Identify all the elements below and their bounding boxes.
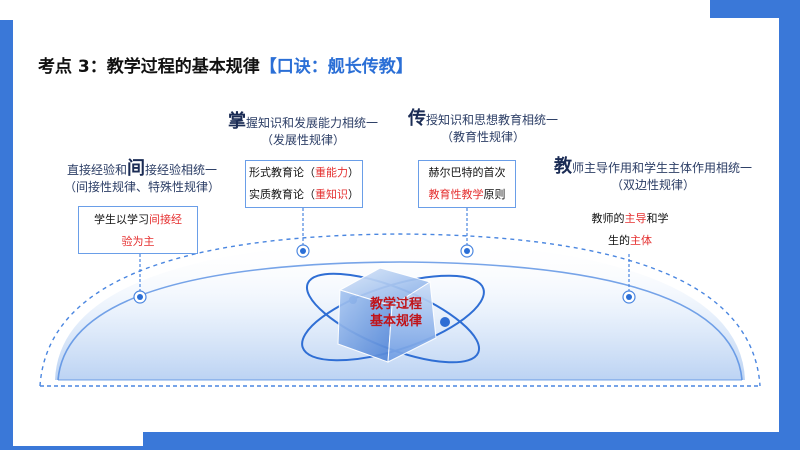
center-label-line1: 教学过程 (369, 297, 422, 312)
principle-master-char: 掌 (227, 111, 246, 132)
box-transmit-line2-end: 原则 (483, 188, 506, 201)
principle-teacher-after: 师主导作用和学生主体作用相统一 (571, 161, 752, 175)
box-indirect-line1: 学生以学习 (94, 213, 149, 226)
center-label-line2: 基本规律 (369, 314, 422, 329)
text-teacher-line1-end: 和学 (646, 212, 669, 225)
principle-transmit-sub: （教育性规律） (440, 130, 525, 144)
box-indirect-line1-red: 间接经 (149, 213, 182, 226)
principle-indirect-after: 接经验相统一 (145, 163, 218, 177)
dome-dot-teacher (622, 290, 636, 304)
principle-master-sub: （发展性规律） (260, 133, 345, 147)
box-master-line1-end: ） (348, 166, 359, 179)
principle-teacher: 教师主导作用和学生主体作用相统一 （双边性规律） (538, 158, 768, 194)
dome-dot-transmit (460, 244, 474, 258)
top-white-tab (0, 0, 710, 20)
box-transmit: 赫尔巴特的首次 教育性教学原则 (418, 160, 516, 208)
page-title: 考点 3：教学过程的基本规律【口诀：舰长传教】 (38, 52, 413, 77)
cube-icon (337, 267, 437, 363)
text-teacher-line1-red: 主导 (624, 212, 647, 225)
box-master-line2-end: ） (348, 188, 359, 201)
principle-indirect-char: 间 (127, 158, 145, 179)
box-transmit-line2-red: 教育性教学 (428, 188, 484, 201)
dome-dot-indirect (133, 290, 147, 304)
box-indirect-line2-red: 验为主 (121, 235, 155, 248)
box-transmit-line1: 赫尔巴特的首次 (428, 166, 506, 179)
box-master-line1: 形式教育论（ (249, 166, 315, 179)
dome-dot-master (296, 244, 310, 258)
box-master: 形式教育论（重能力） 实质教育论（重知识） (245, 160, 363, 208)
box-master-line2-red: 重知识 (315, 188, 348, 201)
principle-transmit-char: 传 (407, 108, 426, 129)
dome-outer-arc (39, 233, 761, 387)
text-teacher-line2-red: 主体 (630, 234, 652, 247)
principle-teacher-sub: （双边性规律） (610, 178, 695, 192)
box-master-line2: 实质教育论（ (249, 188, 315, 201)
principle-master-after: 握知识和发展能力相统一 (245, 116, 378, 130)
principle-teacher-char: 教 (553, 156, 572, 177)
principle-transmit: 传授知识和思想教育相统一 （教育性规律） (393, 110, 573, 146)
title-main: 考点 3：教学过程的基本规律 (38, 57, 260, 77)
principle-transmit-after: 授知识和思想教育相统一 (425, 113, 558, 127)
principle-master: 掌握知识和发展能力相统一 （发展性规律） (213, 113, 393, 149)
title-mnemonic: 【口诀：舰长传教】 (259, 57, 413, 77)
principle-indirect: 直接经验和间接经验相统一 （间接性规律、特殊性规律） (42, 160, 242, 196)
box-indirect: 学生以学习间接经 验为主 (78, 206, 198, 254)
principle-indirect-before: 直接经验和 (66, 163, 127, 177)
box-master-line1-red: 重能力 (315, 166, 348, 179)
dome-inner-arc (57, 261, 743, 381)
orbit-planet-1 (440, 317, 450, 327)
text-teacher-line2: 生的 (608, 234, 630, 247)
text-teacher: 教师的主导和学 生的主体 (578, 208, 682, 252)
text-teacher-line1: 教师的 (591, 212, 625, 225)
principle-indirect-sub: （间接性规律、特殊性规律） (63, 180, 220, 194)
center-label: 教学过程 基本规律 (336, 296, 456, 330)
bottom-white-bar (13, 432, 143, 446)
